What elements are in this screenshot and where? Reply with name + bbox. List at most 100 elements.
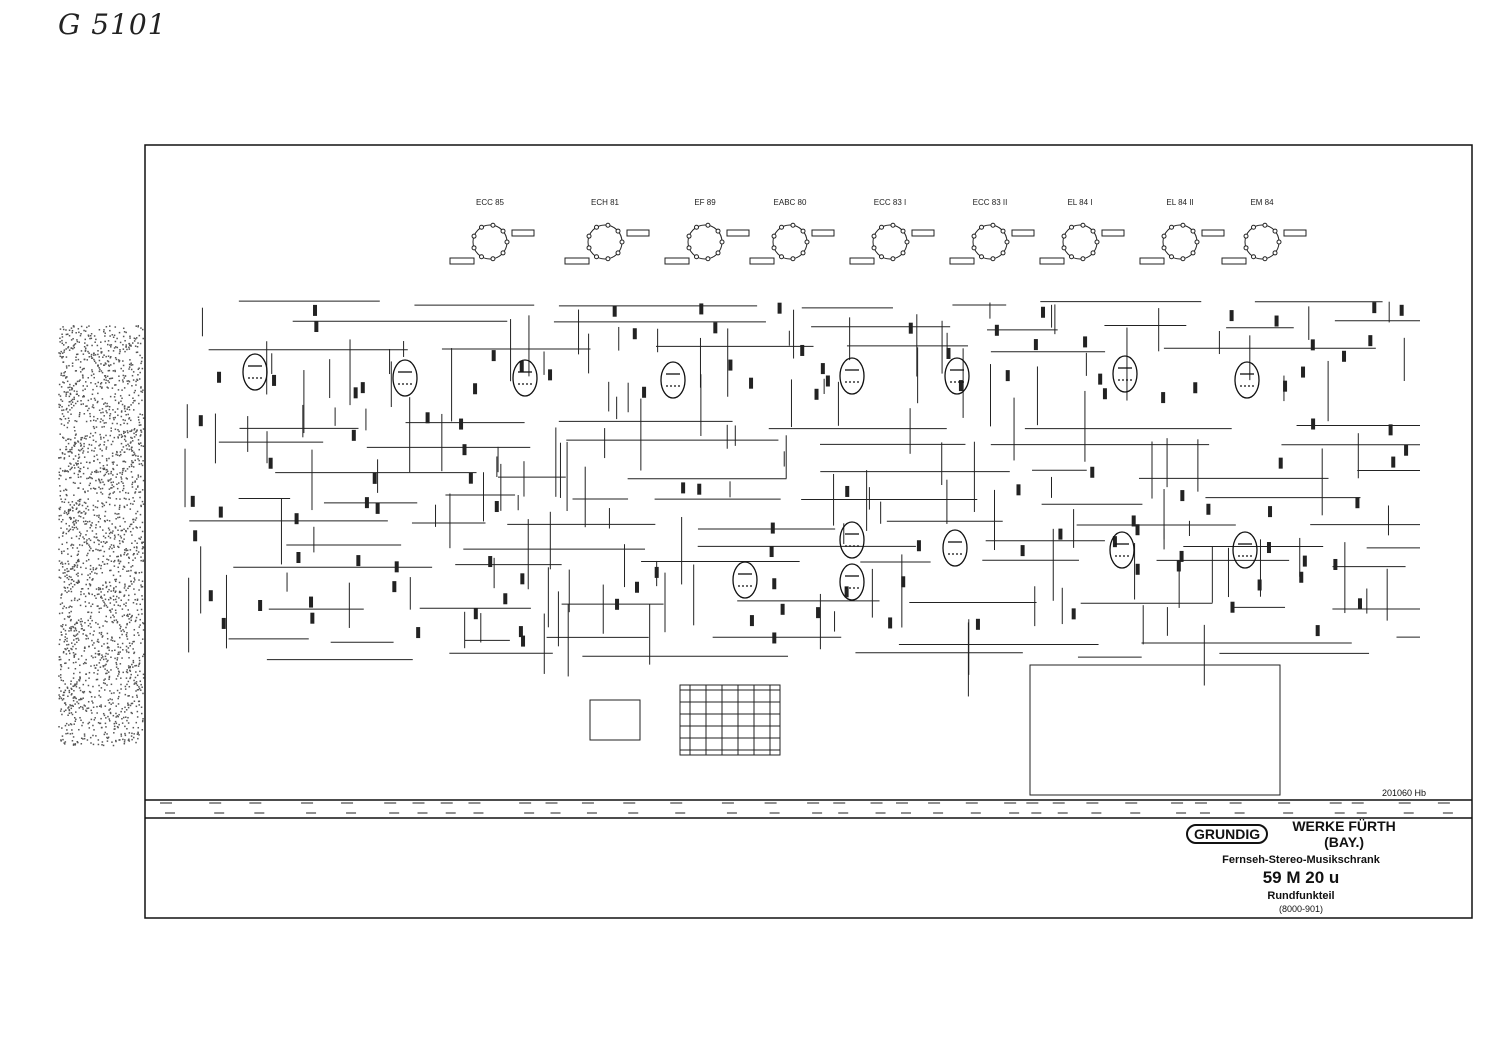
- noise-dot: [95, 588, 98, 590]
- noise-dot: [119, 627, 121, 630]
- noise-dot: [66, 586, 69, 589]
- noise-dot: [129, 502, 132, 505]
- noise-dot: [88, 538, 90, 540]
- noise-dot: [135, 741, 137, 744]
- noise-dot: [88, 544, 90, 546]
- noise-dot: [122, 348, 125, 350]
- noise-dot: [126, 422, 129, 425]
- vacuum-tube-symbol: [242, 353, 268, 391]
- noise-dot: [125, 547, 127, 550]
- noise-dot: [103, 714, 106, 717]
- noise-dot: [68, 712, 71, 714]
- noise-dot: [92, 504, 95, 507]
- noise-dot: [118, 590, 121, 593]
- noise-dot: [64, 743, 66, 745]
- noise-dot: [62, 436, 64, 439]
- noise-dot: [106, 736, 108, 739]
- noise-dot: [116, 464, 118, 466]
- component: [1274, 315, 1279, 327]
- component: [491, 350, 496, 362]
- noise-dot: [137, 326, 139, 328]
- noise-dot: [100, 436, 102, 438]
- noise-dot: [91, 571, 93, 573]
- noise-dot: [86, 435, 88, 437]
- noise-dot: [93, 354, 95, 356]
- pin: [715, 228, 721, 234]
- noise-dot: [75, 718, 77, 721]
- noise-dot: [64, 662, 66, 665]
- noise-dot: [116, 454, 119, 456]
- noise-dot: [95, 678, 98, 681]
- noise-dot: [108, 529, 111, 531]
- noise-dot: [73, 346, 76, 349]
- noise-dot: [138, 704, 140, 706]
- noise-dot: [70, 327, 73, 329]
- noise-dot: [68, 455, 71, 457]
- noise-dot: [128, 685, 131, 688]
- noise-dot: [132, 440, 134, 442]
- noise-dot: [137, 665, 140, 667]
- component: [1391, 456, 1396, 468]
- noise-dot: [138, 421, 141, 424]
- noise-dot: [108, 520, 111, 522]
- noise-dot: [78, 679, 81, 682]
- noise-dot: [112, 544, 115, 547]
- noise-dot: [118, 671, 121, 673]
- noise-dot: [77, 619, 80, 621]
- noise-dot: [130, 430, 133, 432]
- noise-dot: [120, 630, 122, 632]
- noise-dot: [66, 494, 68, 497]
- noise-dot: [59, 448, 61, 451]
- noise-dot: [137, 732, 139, 734]
- noise-dot: [102, 584, 104, 587]
- noise-dot: [126, 348, 128, 351]
- noise-dot: [117, 545, 119, 548]
- noise-dot: [88, 721, 91, 724]
- noise-dot: [132, 666, 134, 668]
- noise-dot: [60, 398, 62, 401]
- noise-dot: [81, 374, 84, 376]
- noise-dot: [128, 394, 131, 396]
- noise-dot: [74, 437, 76, 439]
- noise-dot: [101, 726, 103, 729]
- noise-dot: [93, 335, 96, 337]
- noise-dot: [99, 526, 101, 528]
- noise-dot: [141, 521, 144, 524]
- noise-dot: [128, 366, 131, 368]
- noise-dot: [110, 560, 113, 562]
- noise-dot: [97, 743, 100, 746]
- pin: [586, 233, 592, 239]
- noise-dot: [93, 427, 96, 430]
- noise-dot: [61, 352, 64, 354]
- noise-dot: [95, 548, 97, 551]
- noise-dot: [116, 659, 118, 661]
- noise-dot: [78, 510, 81, 513]
- noise-dot: [113, 725, 116, 728]
- noise-dot: [77, 560, 79, 563]
- noise-dot: [114, 598, 117, 601]
- noise-dot: [70, 518, 72, 521]
- noise-dot: [59, 355, 62, 358]
- noise-dot: [129, 645, 132, 647]
- noise-dot: [110, 470, 113, 473]
- noise-dot: [88, 443, 91, 446]
- noise-dot: [104, 722, 107, 725]
- noise-dot: [92, 373, 95, 375]
- noise-dot: [59, 467, 62, 470]
- noise-dot: [73, 404, 75, 407]
- noise-dot: [122, 370, 124, 372]
- component: [296, 552, 301, 564]
- noise-dot: [70, 723, 73, 726]
- noise-dot: [126, 614, 128, 617]
- noise-dot: [126, 683, 128, 686]
- noise-dot: [111, 741, 113, 743]
- tube-label: EABC 80: [773, 198, 807, 207]
- noise-dot: [78, 687, 81, 689]
- noise-dot: [110, 597, 112, 600]
- noise-dot: [61, 357, 63, 359]
- noise-dot: [75, 637, 78, 640]
- noise-dot: [134, 492, 136, 494]
- pin: [1000, 250, 1006, 256]
- noise-dot: [100, 352, 103, 354]
- noise-dot: [140, 362, 142, 365]
